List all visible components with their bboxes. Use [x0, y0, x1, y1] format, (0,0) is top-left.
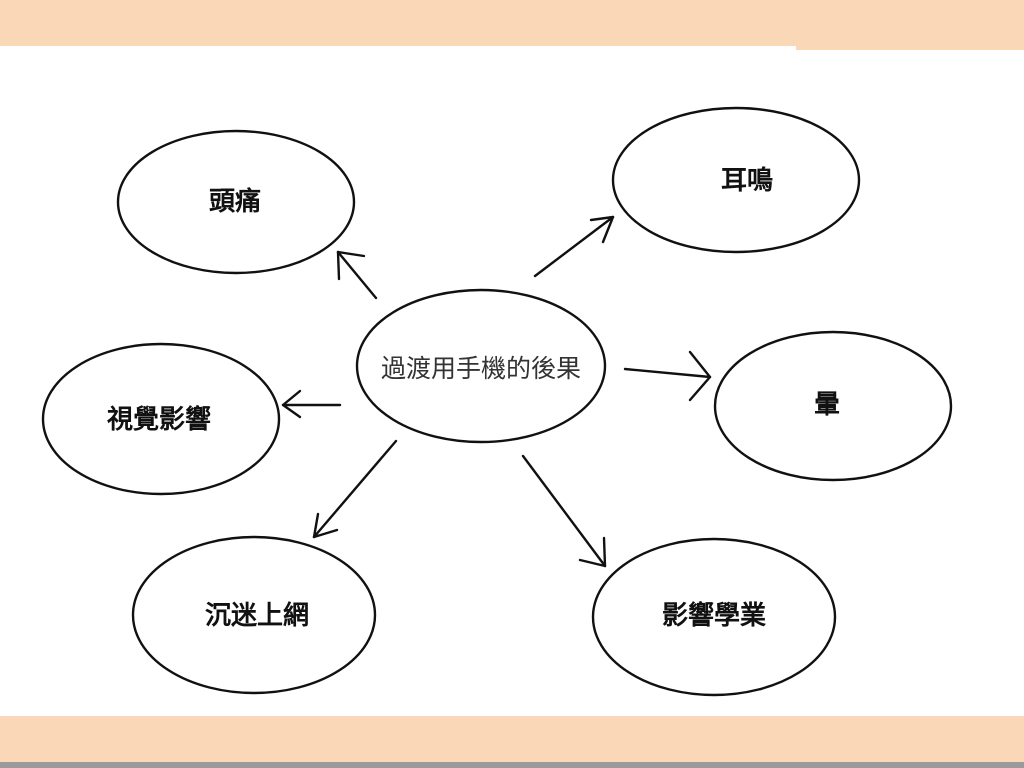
arrow-to-vision [281, 389, 342, 419]
panel-notch [796, 46, 1024, 50]
addiction-node-oval [131, 535, 377, 695]
study-node-oval [591, 537, 837, 697]
tinnitus-node-oval [611, 106, 861, 254]
center-node-oval [355, 288, 607, 444]
center-node-label: 過渡用手機的後果 [381, 354, 581, 383]
dizzy-label: 暈 [814, 390, 840, 420]
tinnitus-label: 耳鳴 [721, 166, 773, 196]
vision-node-oval [41, 342, 281, 496]
arrow-to-headache [336, 250, 378, 300]
bottom-line [0, 762, 1024, 768]
bottom-band [0, 716, 1024, 768]
arrow-to-study [521, 454, 607, 568]
arrow-to-addiction [312, 439, 398, 539]
top-band [0, 0, 1024, 46]
dizzy-node-oval [713, 330, 953, 482]
arrow-to-dizzy [623, 350, 712, 402]
addiction-label: 沉迷上網 [205, 600, 309, 631]
study-label: 影響學業 [662, 600, 766, 631]
headache-label: 頭痛 [209, 186, 261, 217]
arrow-to-tinnitus [533, 215, 615, 278]
vision-label: 視覺影響 [107, 404, 211, 435]
headache-node-oval [116, 129, 356, 275]
